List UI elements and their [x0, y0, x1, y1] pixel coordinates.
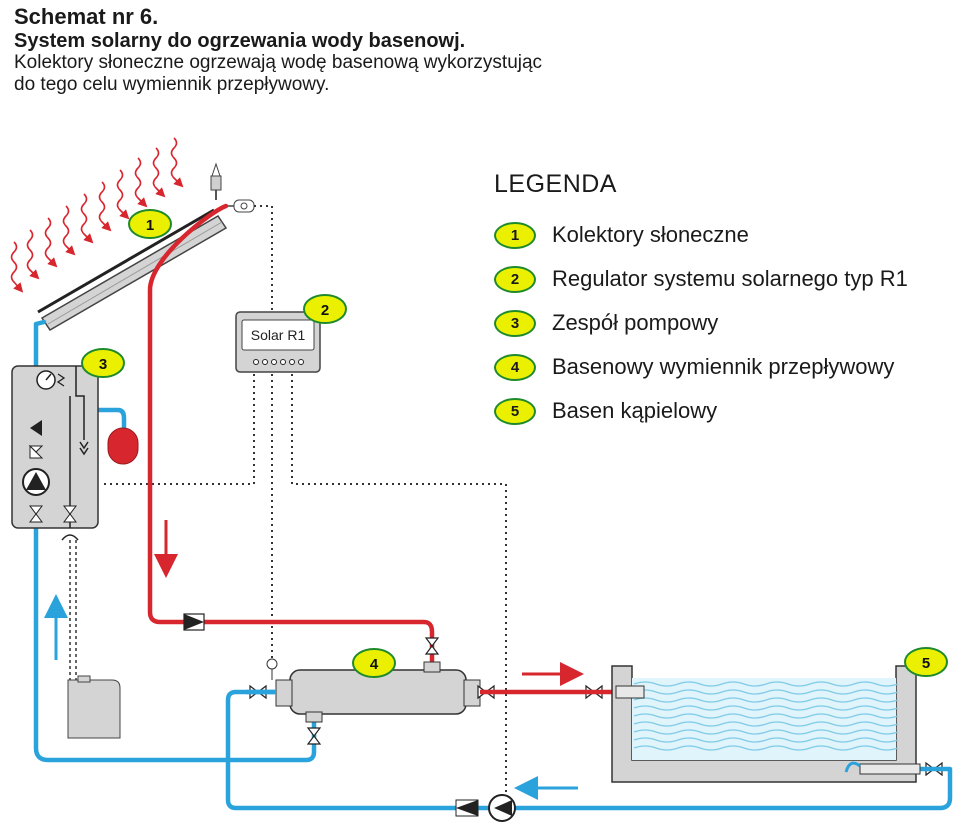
marker-4: 4 — [352, 648, 396, 678]
control-wires — [100, 205, 507, 792]
air-vent-icon — [210, 162, 222, 200]
legend-label: Kolektory słoneczne — [552, 222, 749, 247]
marker-4-label: 4 — [370, 656, 379, 673]
legend-item: 1 Kolektory słoneczne — [494, 213, 954, 257]
legend-badge: 4 — [494, 353, 536, 381]
legend-badge: 1 — [494, 221, 536, 249]
marker-3-label: 3 — [99, 356, 107, 373]
header: Schemat nr 6. System solarny do ogrzewan… — [14, 4, 714, 96]
pool-pump-icon — [455, 794, 516, 822]
legend: LEGENDA 1 Kolektory słoneczne 2 Regulato… — [494, 170, 954, 433]
legend-item: 4 Basenowy wymiennik przepływowy — [494, 345, 954, 389]
marker-2: 2 — [303, 294, 347, 324]
expansion-vessel — [107, 427, 139, 465]
check-valve-icon — [183, 613, 205, 631]
legend-item: 2 Regulator systemu solarnego typ R1 — [494, 257, 954, 301]
swimming-pool — [611, 665, 921, 783]
marker-2-label: 2 — [321, 302, 329, 319]
cold-return-pipe — [33, 319, 317, 763]
pool-return-pipe — [225, 689, 953, 811]
legend-badge: 2 — [494, 265, 536, 293]
schema-description-line1: Kolektory słoneczne ogrzewają wodę basen… — [14, 52, 543, 73]
legend-label: Zespół pompowy — [552, 310, 719, 335]
schema-description-line2: do tego celu wymiennik przepływowy. — [14, 74, 330, 95]
legend-item: 3 Zespół pompowy — [494, 301, 954, 345]
sun-rays — [10, 137, 184, 293]
marker-1: 1 — [128, 209, 172, 239]
legend-label: Regulator systemu solarnego typ R1 — [552, 266, 908, 291]
legend-title: LEGENDA — [494, 170, 617, 198]
legend-badge: 5 — [494, 397, 536, 425]
legend-label: Basenowy wymiennik przepływowy — [552, 354, 895, 379]
marker-5: 5 — [904, 647, 948, 677]
pump-group — [11, 365, 99, 680]
solar-collector — [37, 208, 228, 332]
legend-label: Basen kąpielowy — [552, 398, 718, 423]
legend-badge: 3 — [494, 309, 536, 337]
controller-label: Solar R1 — [251, 327, 306, 343]
legend-item: 5 Basen kąpielowy — [494, 389, 954, 433]
fluid-canister — [67, 675, 121, 739]
hot-supply-pipe — [147, 203, 435, 665]
schema-title: Schemat nr 6. — [14, 4, 159, 29]
marker-5-label: 5 — [922, 655, 930, 672]
heat-exchanger — [266, 658, 481, 723]
marker-1-label: 1 — [146, 217, 154, 234]
solar-controller: Solar R1 — [235, 311, 321, 373]
marker-3: 3 — [81, 348, 125, 378]
schema-subtitle: System solarny do ogrzewania wody baseno… — [14, 30, 466, 52]
